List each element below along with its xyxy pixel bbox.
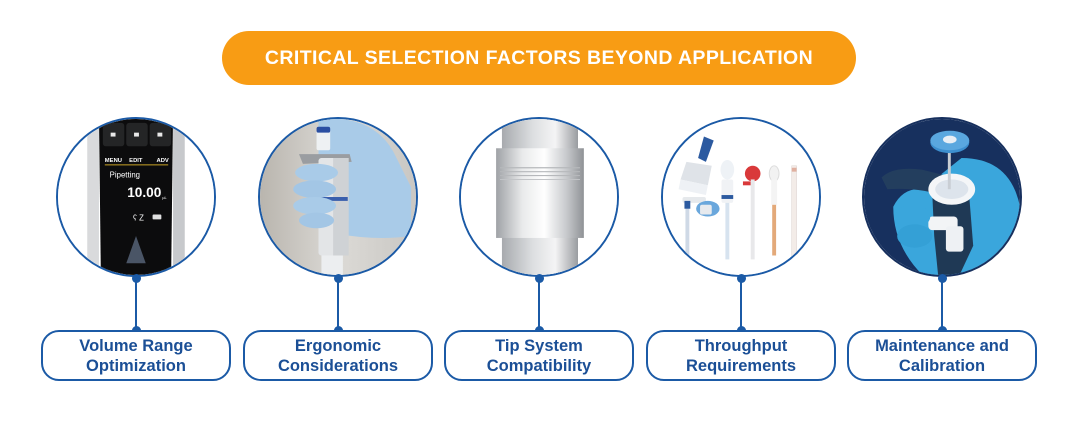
label-line-2: Considerations [277,356,399,375]
svg-text:EDIT: EDIT [129,158,143,164]
svg-text:µL: µL [162,195,167,200]
connector-line [337,278,339,330]
title-banner: CRITICAL SELECTION FACTORS BEYOND APPLIC… [222,31,856,85]
factor-throughput: Throughput Requirements [640,0,842,422]
connector-line [135,278,137,330]
label-line-1: Tip System [495,336,583,355]
tip-cone-icon [461,119,617,275]
title-text: CRITICAL SELECTION FACTORS BEYOND APPLIC… [264,46,814,69]
svg-text:Pipetting: Pipetting [110,171,140,180]
label-maintenance-calibration: Maintenance and Calibration [847,330,1037,381]
label-line-1: Volume Range [79,336,193,355]
label-line-2: Compatibility [486,356,592,375]
label-line-2: Optimization [86,356,186,375]
label-line-2: Calibration [898,356,986,375]
electronic-pipette-icon: MENU EDIT ADV Pipetting 10.00 µL ʕ Z [58,119,214,275]
calibration-icon [864,119,1020,275]
factor-tip-system: Tip System Compatibility [438,0,640,422]
svg-text:ADV: ADV [156,158,168,164]
gloved-hand-pipette-image [258,117,418,277]
tip-cone-image [459,117,619,277]
label-line-1: Ergonomic [294,336,382,355]
factor-maintenance: Maintenance and Calibration [841,0,1043,422]
assorted-pipettes-icon [663,119,819,275]
factor-ergonomics: Ergonomic Considerations [237,0,439,422]
connector-line [941,278,943,330]
connector-line [740,278,742,330]
assorted-pipettes-image [661,117,821,277]
calibration-image [862,117,1022,277]
label-volume-range-optimization: Volume Range Optimization [41,330,231,381]
electronic-pipette-image: MENU EDIT ADV Pipetting 10.00 µL ʕ Z [56,117,216,277]
svg-text:10.00: 10.00 [127,185,162,200]
label-throughput-requirements: Throughput Requirements [646,330,836,381]
label-line-1: Throughput [694,336,788,355]
label-tip-system-compatibility: Tip System Compatibility [444,330,634,381]
label-line-1: Maintenance and [875,336,1009,355]
label-line-2: Requirements [685,356,797,375]
svg-text:MENU: MENU [105,158,122,164]
svg-text:ʕ Z: ʕ Z [133,213,144,222]
connector-line [538,278,540,330]
label-ergonomic-considerations: Ergonomic Considerations [243,330,433,381]
factor-volume-range: MENU EDIT ADV Pipetting 10.00 µL ʕ Z Vol… [35,0,237,422]
gloved-hand-pipette-icon [260,119,416,275]
